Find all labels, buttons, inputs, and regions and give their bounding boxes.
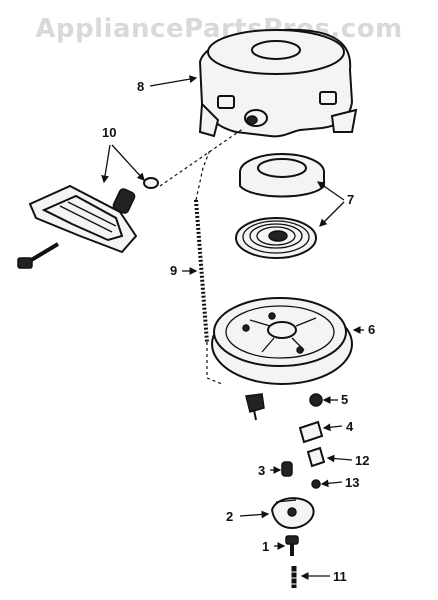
leader-7b (319, 201, 345, 227)
leader-7a (316, 181, 345, 201)
part-1-screw (285, 535, 299, 556)
callout-9: 9 (170, 263, 178, 278)
callout-7: 7 (347, 192, 355, 207)
part-13-ball (311, 479, 321, 489)
part-3-spring (281, 461, 293, 477)
part-11-bolt (290, 566, 298, 588)
rope-knot-clip (245, 393, 265, 421)
recoil-spring (235, 217, 317, 259)
starter-handle (28, 184, 138, 254)
rope-route-top (195, 149, 211, 201)
callout-11: 11 (333, 569, 347, 584)
callout-1: 1 (262, 539, 270, 554)
leader-12 (326, 454, 353, 463)
callout-13: 13 (345, 475, 360, 490)
leader-10b (111, 144, 145, 181)
callout-2: 2 (226, 509, 234, 524)
part-5-nut (309, 393, 323, 407)
callout-6: 6 (368, 322, 376, 337)
rope-route-bottom (206, 342, 223, 385)
callout-4: 4 (346, 419, 354, 434)
callout-3: 3 (258, 463, 266, 478)
leader-10a (101, 144, 111, 184)
handle-insert (143, 177, 159, 189)
callout-5: 5 (341, 392, 349, 407)
rope-pulley (211, 297, 353, 385)
callout-8: 8 (137, 79, 145, 94)
starter-rope (194, 199, 209, 343)
handle-screw (17, 242, 60, 269)
leader-8 (149, 75, 198, 87)
spring-cover (239, 153, 325, 198)
leader-13 (320, 479, 343, 488)
rope-route-upper (159, 127, 245, 187)
leader-4 (322, 423, 343, 432)
part-4-pawl (298, 420, 324, 444)
callout-10: 10 (102, 125, 117, 140)
leader-2 (239, 510, 270, 519)
callout-12: 12 (355, 453, 370, 468)
starter-housing (198, 28, 358, 138)
part-2-retainer (270, 497, 315, 530)
part-12-spring (306, 446, 326, 468)
